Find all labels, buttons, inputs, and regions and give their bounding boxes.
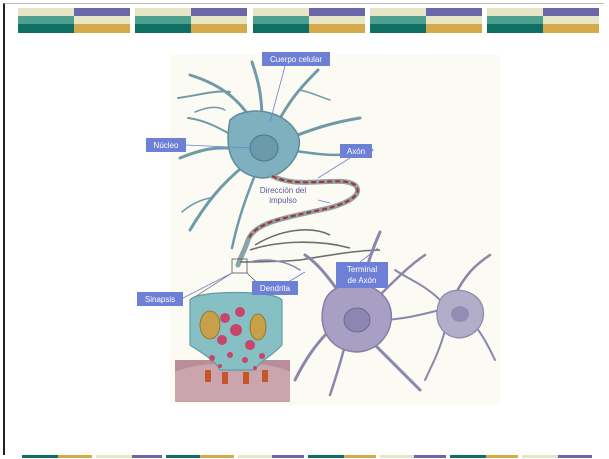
- label-dendrite: Dendrita: [252, 281, 298, 295]
- label-axon-terminal: Terminal de Axón: [336, 262, 388, 288]
- upper-nucleus: [250, 135, 278, 161]
- label-dendrite-text: Dendrita: [260, 284, 291, 293]
- label-nucleus-text: Núcleo: [154, 141, 179, 150]
- lower-nucleus-1: [344, 308, 370, 332]
- label-cell-body: Cuerpo celular: [262, 52, 330, 66]
- label-synapse: Sinapsis: [137, 292, 183, 306]
- label-axon: Axón: [340, 144, 372, 158]
- label-axon-text: Axón: [347, 147, 365, 156]
- synapse-inset: [175, 293, 290, 403]
- label-nucleus: Núcleo: [146, 138, 186, 152]
- label-cell-body-text: Cuerpo celular: [270, 55, 322, 64]
- label-synapse-text: Sinapsis: [145, 295, 175, 304]
- label-impulse-line2: impulso: [269, 196, 297, 205]
- label-impulse-line1: Dirección del: [260, 186, 306, 195]
- label-axon-terminal-line2: de Axón: [348, 276, 377, 285]
- label-axon-terminal-line1: Terminal: [347, 265, 377, 274]
- lower-nucleus-2: [451, 306, 469, 322]
